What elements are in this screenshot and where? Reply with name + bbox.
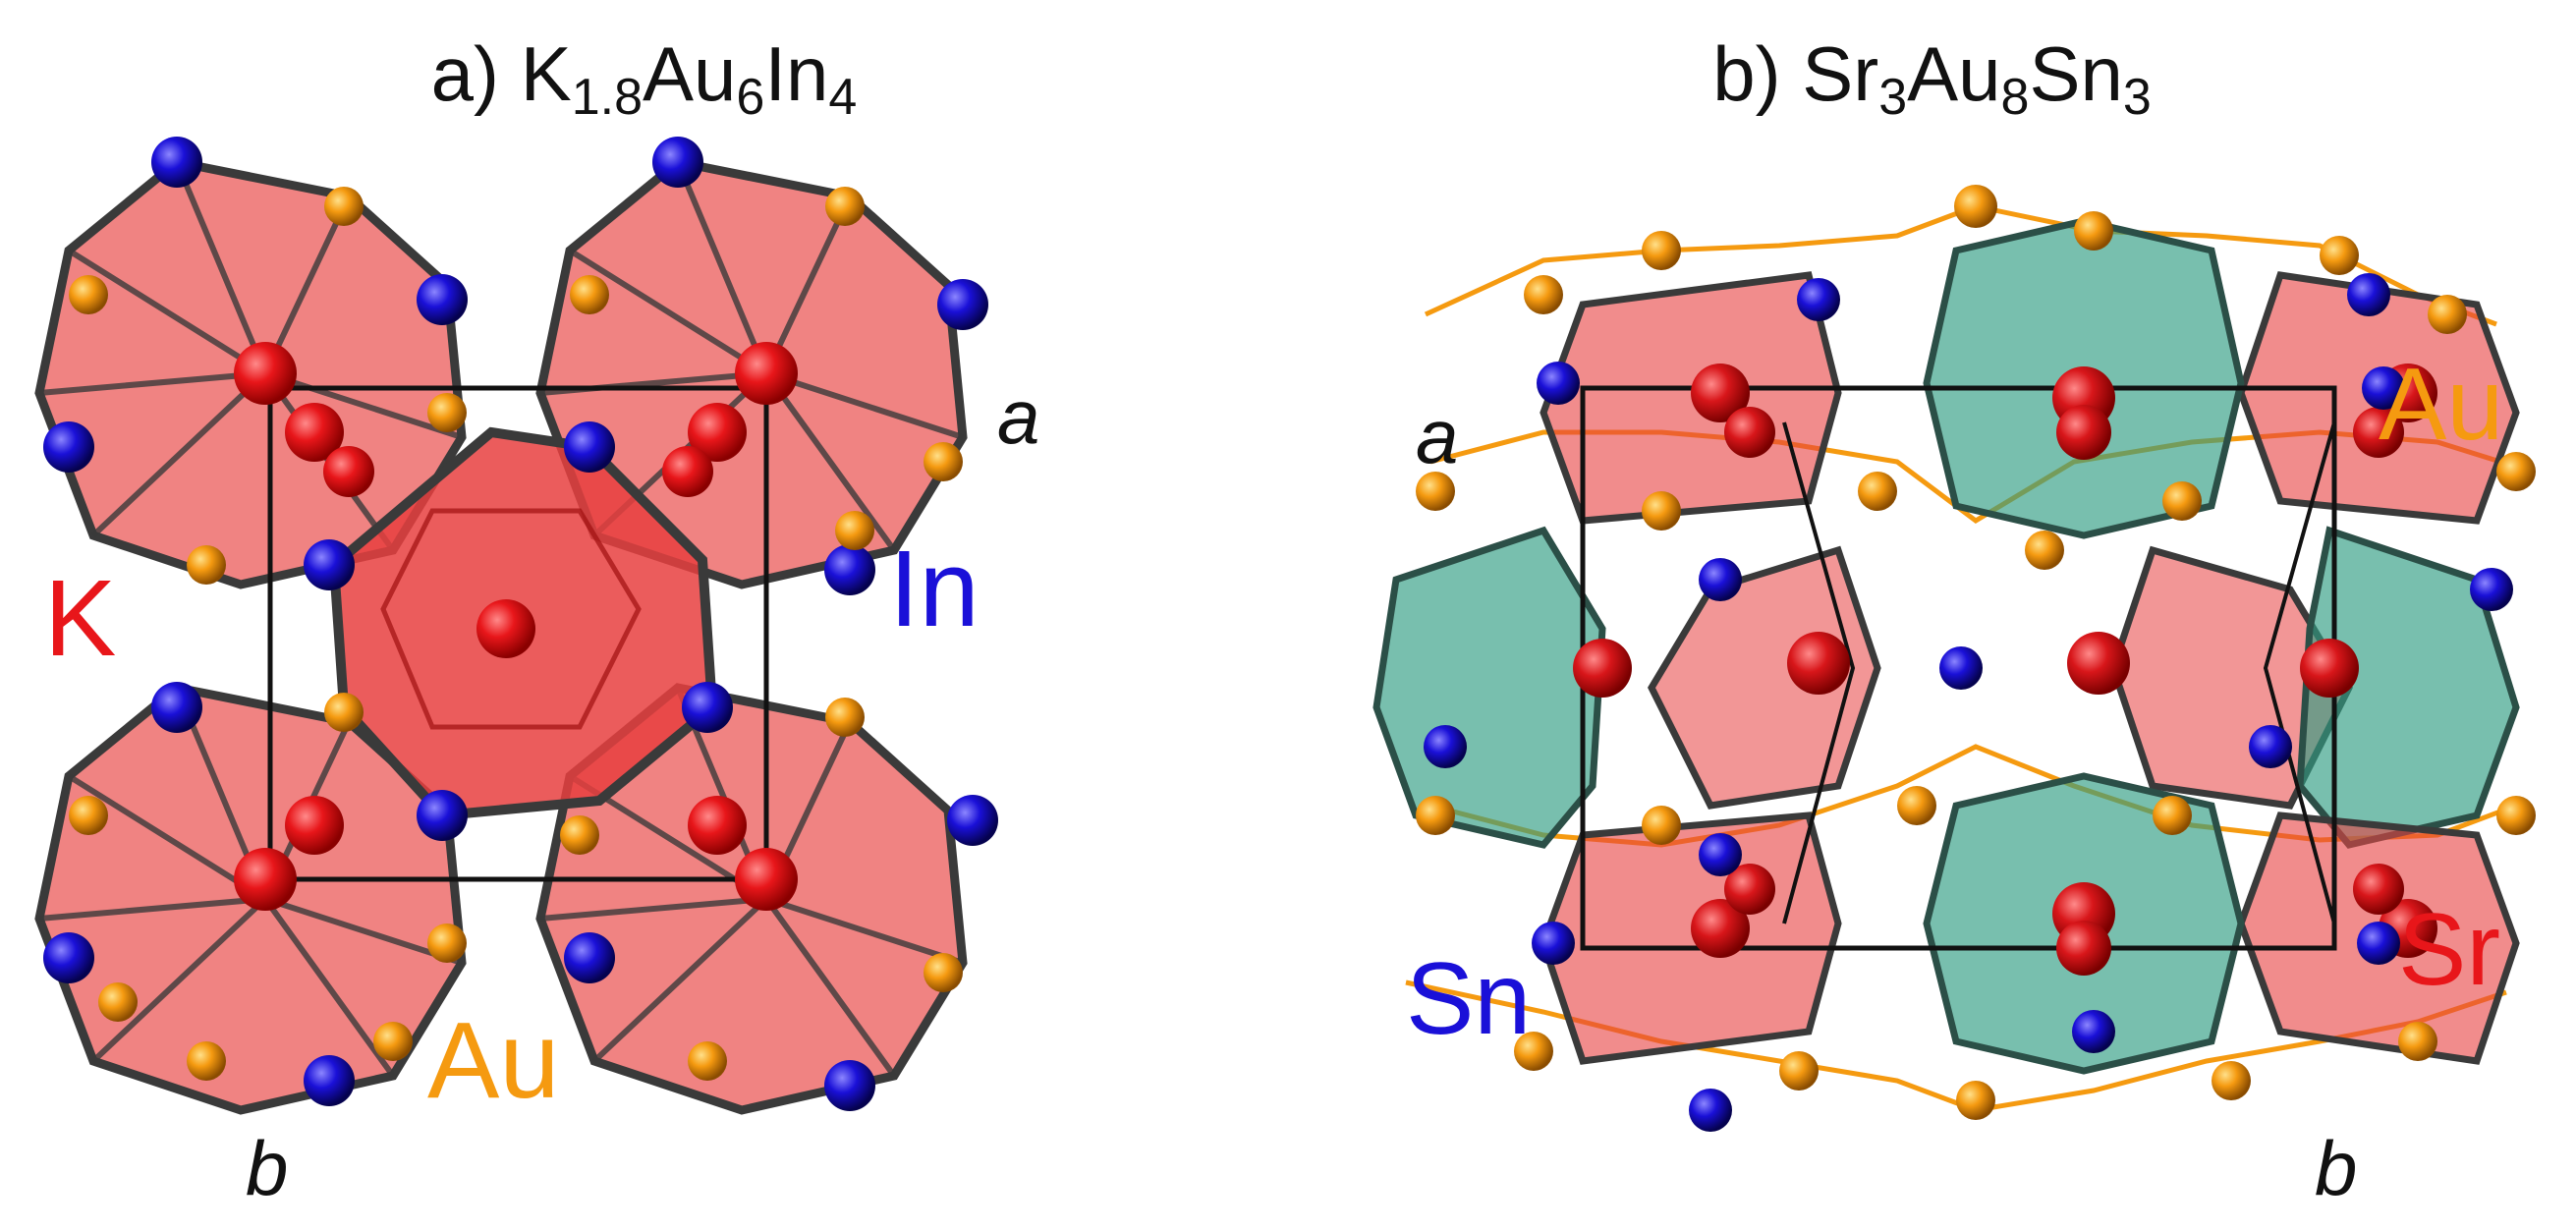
structure-a-drawing — [34, 137, 998, 1115]
green-cage-left — [1372, 526, 1606, 849]
label-sr: Sr — [2398, 893, 2500, 1007]
sn-atoms — [1424, 273, 2513, 1132]
axis-label-b-b: b — [2315, 1125, 2358, 1211]
label-au: Au — [427, 1000, 560, 1121]
au-atoms — [69, 187, 963, 1081]
au-atoms-b — [1416, 185, 2536, 1120]
panel-a-title: a) K1.8Au6In4 — [430, 30, 858, 126]
panel-a-k-au-in: a) K1.8Au6In4 — [34, 30, 1040, 1211]
sr-cage-mid-left — [1648, 545, 1881, 810]
panel-b-sr-au-sn: b) Sr3Au8Sn3 — [1288, 0, 2576, 1231]
label-sn: Sn — [1406, 942, 1532, 1056]
label-in: In — [889, 529, 980, 649]
sr-atoms — [1573, 364, 2437, 976]
unit-cell-a — [267, 385, 769, 882]
panel-b-title: b) Sr3Au8Sn3 — [1712, 30, 2152, 126]
label-au-b: Au — [2379, 348, 2504, 462]
in-atoms — [43, 137, 998, 1111]
label-k: K — [44, 558, 117, 679]
axis-label-b: b — [246, 1125, 289, 1211]
axis-label-a-b: a — [1416, 393, 1459, 479]
structure-b-drawing — [1372, 185, 2536, 1132]
inner-bonds — [1782, 421, 2336, 924]
k-atoms — [234, 342, 798, 911]
axis-label-a: a — [997, 373, 1040, 460]
